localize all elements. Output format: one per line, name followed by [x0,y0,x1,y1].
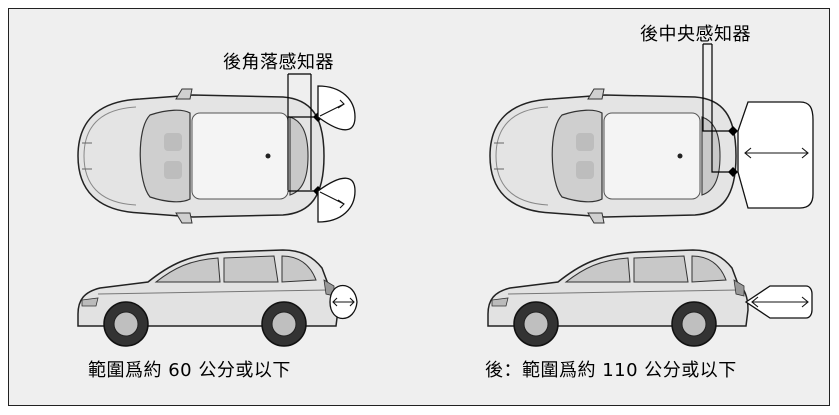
center-range-caption: 後：範圍爲約 110 公分或以下 [485,360,737,381]
car-side-view-left [77,249,339,347]
rear-corner-sensor-label: 後角落感知器 [223,52,334,73]
corner-range-caption: 範圍爲約 60 公分或以下 [88,360,291,381]
car-top-view-right [489,88,737,224]
car-top-view-left [77,88,325,224]
car-side-view-right [487,249,749,347]
rear-center-sensor-label: 後中央感知器 [640,24,751,45]
